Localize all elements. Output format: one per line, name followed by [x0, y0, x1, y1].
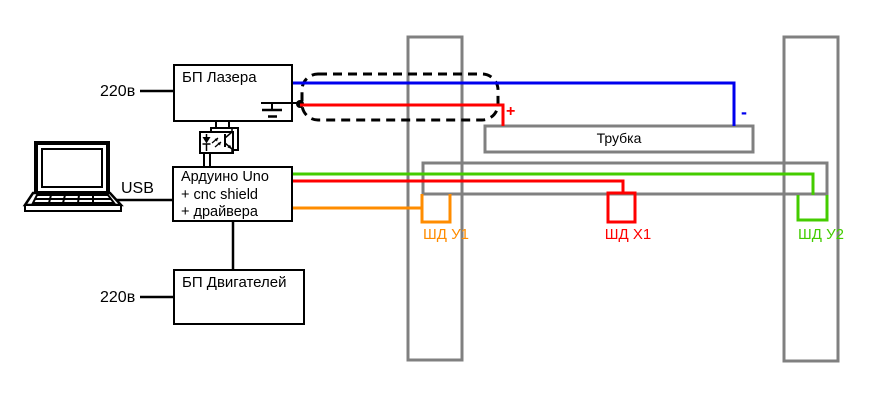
controller-box: Ардуино Uno + cnc shield + драйвера — [172, 166, 293, 222]
stepper-y2-motor — [796, 195, 829, 222]
motor-psu-box: БП Двигателей — [173, 269, 305, 325]
stepper-x1-motor — [606, 191, 637, 224]
left-rail — [406, 35, 464, 362]
stepper-x1-label: ШД Х1 — [604, 226, 652, 243]
stepper-y1-motor — [420, 194, 452, 224]
laser-positive-wire — [300, 103, 505, 126]
cable-bundle-outline — [300, 72, 500, 122]
optocoupler-icon — [199, 122, 239, 166]
gantry-beam — [421, 161, 829, 196]
laptop-icon — [22, 141, 124, 212]
laser-minus-label: - — [741, 102, 747, 122]
laser-tube-label: Трубка — [596, 130, 642, 146]
stepper-x1-wire — [293, 179, 625, 193]
junction-dot — [296, 100, 304, 108]
stepper-y2-label: ШД У2 — [798, 226, 844, 243]
laser-psu-box: БП Лазера — [173, 64, 293, 122]
mains-label-motors: 220в — [100, 289, 136, 306]
stepper-y1-label: ШД У1 — [423, 226, 469, 243]
controller-label-line3: + драйвера — [181, 204, 258, 220]
controller-label-line2: + cnc shield — [181, 186, 258, 203]
controller-label-line1: Ардуино Uno — [181, 169, 269, 185]
stepper-y2-wire — [293, 172, 815, 195]
laser-psu-label: БП Лазера — [182, 69, 257, 86]
usb-label: USB — [121, 180, 154, 197]
right-rail — [782, 35, 840, 363]
motor-psu-label: БП Двигателей — [182, 274, 287, 291]
mains-label-laser: 220в — [100, 83, 136, 100]
laser-plus-label: + — [506, 103, 516, 120]
